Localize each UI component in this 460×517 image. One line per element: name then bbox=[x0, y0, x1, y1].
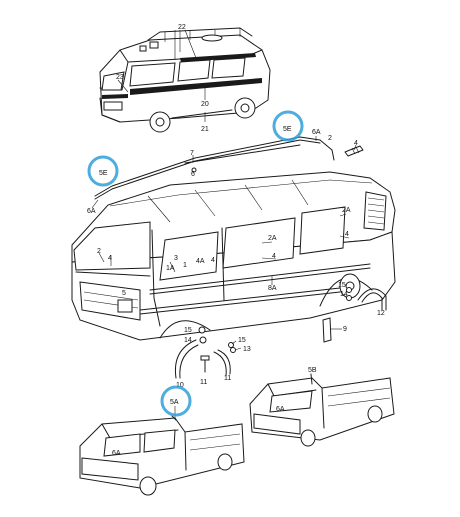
label-9: 9 bbox=[343, 326, 347, 333]
roof-trim-strips: 7 6 5E 5E 6A 6A 2 4 bbox=[87, 110, 364, 215]
label-10: 10 bbox=[176, 382, 184, 389]
label-1: 1 bbox=[183, 262, 187, 269]
label-15-front-b: 15 bbox=[238, 337, 246, 344]
highlight-5A bbox=[160, 385, 192, 417]
label-22: 22 bbox=[178, 24, 186, 31]
label-4-front: 4 bbox=[108, 255, 112, 262]
label-16: 14 bbox=[184, 337, 192, 344]
top-van-illustration: 22 23 20 21 bbox=[99, 24, 271, 133]
label-12: 12 bbox=[377, 310, 385, 317]
label-4-mid: 4 bbox=[272, 253, 276, 260]
loose-parts: 12 15 14 9 10 11 15 14 15 13 11 bbox=[174, 282, 387, 389]
single-cab-pickup: 5B 6A bbox=[249, 367, 395, 447]
label-4-roof: 4 bbox=[354, 140, 358, 147]
label-3: 3 bbox=[174, 255, 178, 262]
label-6A-pickup-right: 6A bbox=[276, 406, 285, 413]
label-5E-left: 5E bbox=[99, 170, 108, 177]
label-4-rear: 4 bbox=[345, 231, 349, 238]
highlight-5E-left bbox=[87, 155, 119, 187]
label-5A: 5A bbox=[170, 399, 179, 406]
label-21: 21 bbox=[201, 126, 209, 133]
label-4-door: 4 bbox=[211, 257, 215, 264]
label-1A: 1A bbox=[166, 265, 175, 272]
main-van-illustration: 2 4 3 1 1A 4A 4 2A 4 2A 4 5 8A bbox=[71, 171, 396, 341]
label-11: 11 bbox=[224, 375, 231, 382]
label-23: 23 bbox=[116, 74, 124, 81]
label-6A-left: 6A bbox=[87, 208, 96, 215]
label-2-roof: 2 bbox=[328, 135, 332, 142]
label-5E-right: 5E bbox=[283, 126, 292, 133]
label-6A-pickup-left: 6A bbox=[112, 450, 121, 457]
highlight-5E-right bbox=[272, 110, 304, 142]
label-2A-rear: 2A bbox=[342, 207, 351, 214]
label-15-rear: 15 bbox=[338, 282, 346, 289]
label-13: 11 bbox=[200, 379, 207, 386]
label-15-front-a: 15 bbox=[184, 327, 192, 334]
label-6A-right: 6A bbox=[312, 129, 321, 136]
label-20: 20 bbox=[201, 101, 209, 108]
label-8A: 8A bbox=[268, 285, 277, 292]
label-5: 5 bbox=[122, 290, 126, 297]
label-7: 7 bbox=[190, 150, 194, 157]
label-14-rear: 14 bbox=[340, 291, 348, 298]
label-2-front: 2 bbox=[97, 248, 101, 255]
label-14-front: 13 bbox=[243, 346, 251, 353]
double-cab-pickup: 5A 6A bbox=[79, 385, 245, 496]
label-2A-mid: 2A bbox=[268, 235, 277, 242]
label-4A: 4A bbox=[196, 258, 205, 265]
label-5B: 5B bbox=[308, 367, 317, 374]
label-6: 6 bbox=[191, 171, 195, 178]
